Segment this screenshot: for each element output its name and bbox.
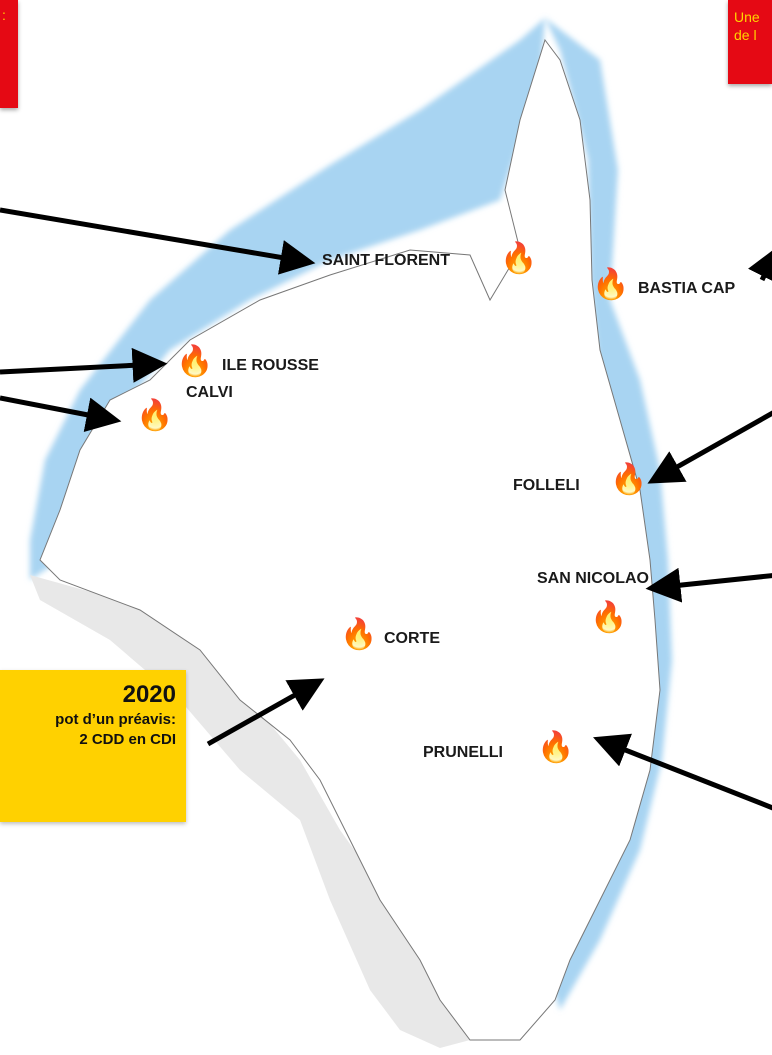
city-label-calvi: CALVI <box>186 384 233 401</box>
arrow-prunelli <box>593 733 772 811</box>
arrow-folleli <box>647 410 772 484</box>
callout-line-2: 2 CDD en CDI <box>79 731 176 748</box>
red-note-right: Une de l <box>728 0 772 84</box>
fire-icon: 🔥 <box>592 268 630 301</box>
city-label-san-nicolao: SAN NICOLAO <box>537 570 649 587</box>
fire-icon: 🔥 <box>340 618 378 651</box>
fire-icon: 🔥 <box>176 345 214 378</box>
arrow-ile-rousse <box>0 347 168 383</box>
fire-icon: 🔥 <box>136 399 174 432</box>
northwest-sea <box>30 18 545 580</box>
city-label-saint-florent: SAINT FLORENT <box>322 252 450 269</box>
outside-region <box>30 575 470 1048</box>
city-label-corte: CORTE <box>384 630 440 647</box>
arrow-corte <box>206 678 325 747</box>
fire-icon: 🔥 <box>610 463 648 496</box>
red-note-right-line-2: de l <box>734 27 757 43</box>
red-note-left-text: : <box>2 7 6 23</box>
callout-year: 2020 <box>122 681 176 708</box>
callout-2020: 2020 pot d’un préavis: 2 CDD en CDI <box>0 670 186 822</box>
region-shape <box>39 38 661 1041</box>
fire-icon: 🔥 <box>537 731 575 764</box>
city-label-folleli: FOLLELI <box>513 477 580 494</box>
red-note-left: : <box>0 0 18 108</box>
fire-icon: 🔥 <box>500 242 538 275</box>
city-label-bastia-cap: BASTIA CAP <box>638 280 736 297</box>
red-note-right-line-1: Une <box>734 9 760 25</box>
arrow-san-nicolao <box>645 567 772 603</box>
city-label-prunelli: PRUNELLI <box>423 744 503 761</box>
arrow-calvi <box>0 395 122 432</box>
fire-icon: 🔥 <box>590 601 628 634</box>
callout-line-1: pot d’un préavis: <box>55 711 176 728</box>
arrows <box>0 207 772 811</box>
arrow-saint-florent <box>0 207 316 275</box>
city-label-ile-rousse: ILE ROUSSE <box>222 357 319 374</box>
arrow-bastia-cap <box>748 245 772 285</box>
